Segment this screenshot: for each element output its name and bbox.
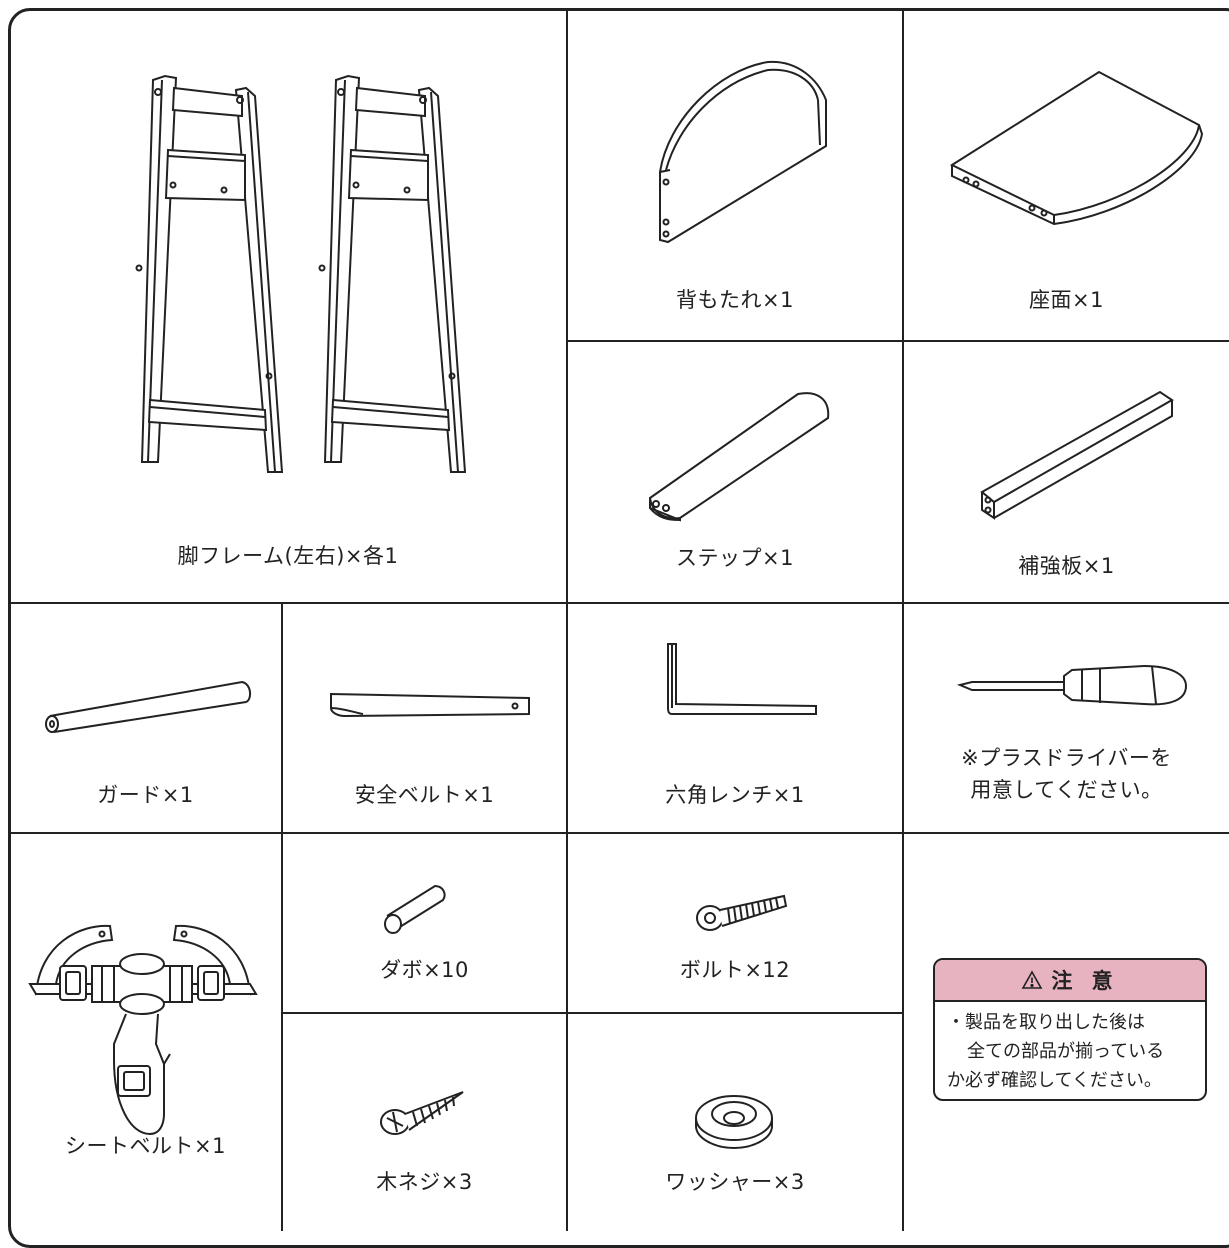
wood-screw-label: 木ネジ×3 <box>376 1170 473 1194</box>
cell-hex-wrench: 六角レンチ×1 <box>568 604 902 832</box>
grid-line <box>566 340 1229 342</box>
cell-wood-screw: 木ネジ×3 <box>283 1014 566 1231</box>
cell-step: ステップ×1 <box>568 342 902 602</box>
grid-line <box>566 10 568 1231</box>
dowel-illustration <box>384 884 446 934</box>
warning-triangle-icon <box>1021 970 1043 989</box>
cell-screwdriver: ※プラスドライバーを 用意してください。 <box>904 604 1229 832</box>
bolt-label: ボルト×12 <box>679 958 791 982</box>
backrest-label: 背もたれ×1 <box>676 288 794 312</box>
cell-dowel: ダボ×10 <box>283 834 566 1012</box>
reinforcement-label: 補強板×1 <box>1018 554 1115 578</box>
cell-bolt: ボルト×12 <box>568 834 902 1012</box>
cell-washer: ワッシャー×3 <box>568 1014 902 1231</box>
seat-label: 座面×1 <box>1029 288 1104 312</box>
caution-line: か必ず確認してください。 <box>947 1070 1162 1091</box>
washer-label: ワッシャー×3 <box>665 1170 805 1194</box>
guard-label: ガード×1 <box>97 783 194 807</box>
washer-illustration <box>695 1095 773 1150</box>
caution-line: ・製品を取り出した後は <box>947 1012 1145 1033</box>
cell-seat-belt: シートベルト×1 <box>10 834 281 1231</box>
seat-belt-illustration <box>28 924 258 1136</box>
grid-line <box>902 10 904 1231</box>
caution-title: 注 意 <box>1051 969 1119 993</box>
cell-leg-frame: 脚フレーム(左右)×各1 <box>10 10 566 602</box>
caution-header: 注 意 <box>935 960 1205 1002</box>
cell-safety-belt: 安全ベルト×1 <box>283 604 566 832</box>
step-illustration <box>648 392 830 522</box>
caution-box: 注 意 ・製品を取り出した後は 全ての部品が揃っている か必ず確認してください。 <box>933 958 1207 1101</box>
leg-frame-label: 脚フレーム(左右)×各1 <box>177 544 399 568</box>
grid-line <box>281 1012 902 1014</box>
step-label: ステップ×1 <box>676 546 794 570</box>
wood-screw-illustration <box>380 1091 464 1135</box>
screwdriver-illustration <box>956 664 1188 706</box>
cell-guard: ガード×1 <box>10 604 281 832</box>
screwdriver-note: ※プラスドライバーを 用意してください。 <box>904 742 1229 806</box>
guard-illustration <box>45 680 252 733</box>
hex-wrench-label: 六角レンチ×1 <box>665 783 805 807</box>
seat-illustration <box>949 70 1204 226</box>
reinforcement-illustration <box>980 390 1174 520</box>
seat-belt-label: シートベルト×1 <box>65 1134 226 1158</box>
caution-line: 全ての部品が揃っている <box>967 1041 1165 1062</box>
grid-line <box>10 602 1229 604</box>
leg-frame-illustration <box>135 74 467 473</box>
bolt-illustration <box>696 894 788 931</box>
screwdriver-note-line2: 用意してください。 <box>970 778 1163 802</box>
cell-seat: 座面×1 <box>904 10 1229 340</box>
backrest-illustration <box>659 60 827 244</box>
screwdriver-note-line1: ※プラスドライバーを <box>961 746 1172 770</box>
safety-belt-illustration <box>330 692 530 718</box>
dowel-label: ダボ×10 <box>380 958 469 982</box>
grid-line <box>281 602 283 1231</box>
grid-line <box>10 832 1229 834</box>
cell-backrest: 背もたれ×1 <box>568 10 902 340</box>
hex-wrench-illustration <box>667 643 817 715</box>
safety-belt-label: 安全ベルト×1 <box>354 783 495 807</box>
caution-text: ・製品を取り出した後は 全ての部品が揃っている か必ず確認してください。 <box>935 1002 1205 1095</box>
cell-reinforcement: 補強板×1 <box>904 342 1229 602</box>
